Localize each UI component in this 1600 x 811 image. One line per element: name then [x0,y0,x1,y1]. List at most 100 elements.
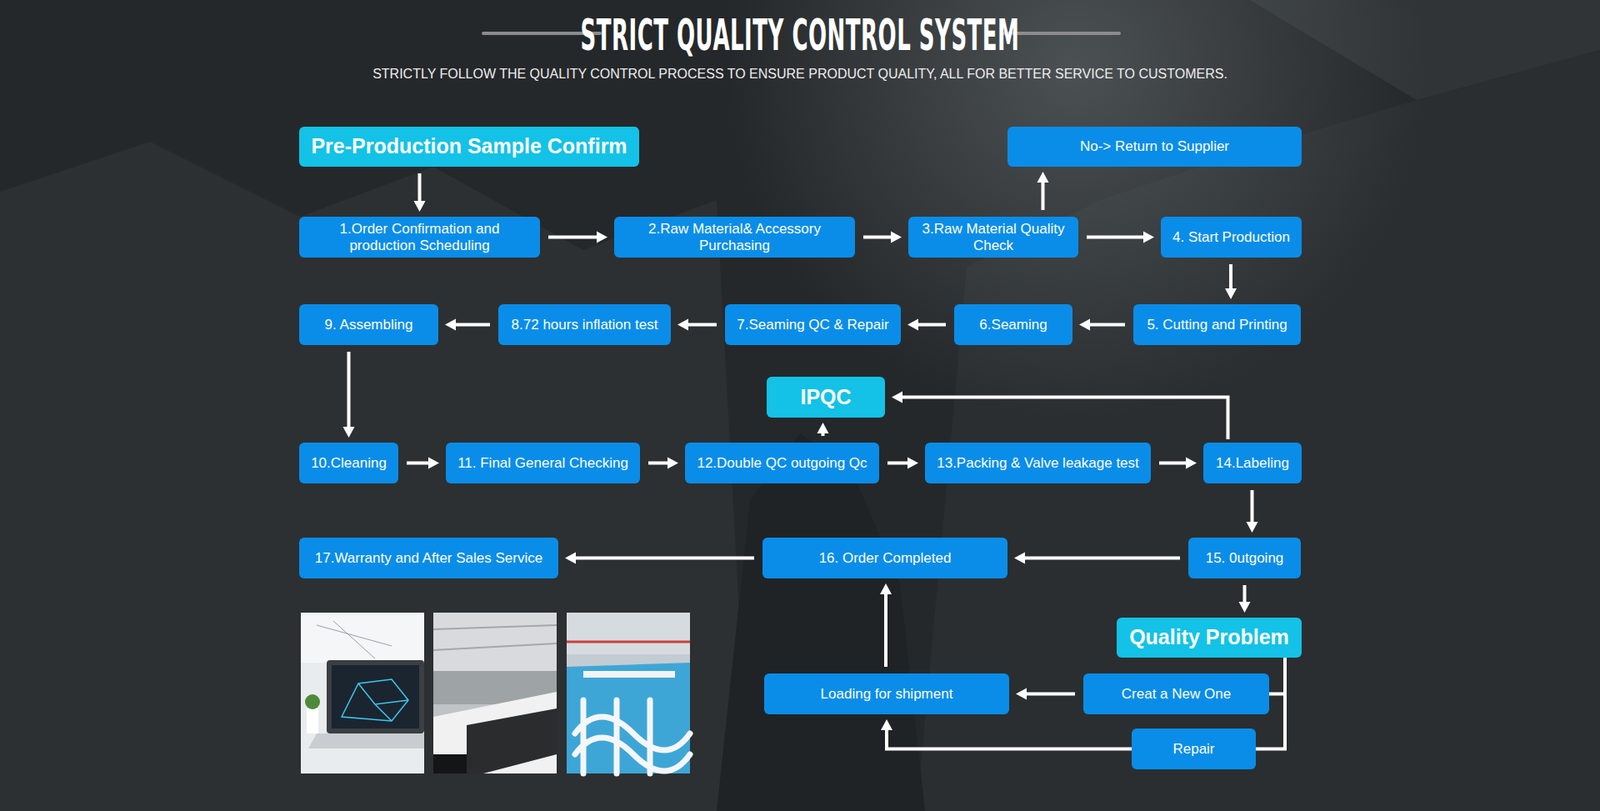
stage-header: Quality Problem [1116,617,1302,658]
step-text: 12.Double QC outgoing Qc [696,455,867,471]
process-box: 9. Assembling [299,304,439,345]
arrow-head [1014,552,1025,565]
table [583,670,675,678]
arrow-line [1090,323,1125,327]
arrow-head [1246,521,1259,533]
step-text: 14.Labeling [1215,455,1290,471]
photo-frames [566,612,690,774]
arrow-head [1185,457,1197,470]
arrow-head [565,552,576,565]
crane-rail [566,640,690,644]
arrow-head [677,319,689,331]
title-bar: STRICT QUALITY CONTROL SYSTEM [0,10,1600,60]
flow-arrow [677,319,717,331]
inflatable-tubes [575,700,690,774]
step-text: 11. Final General Checking [457,455,629,471]
ceiling [433,612,557,671]
process-box: 7.Seaming QC & Repair [725,304,901,345]
process-box: 17.Warranty and After Sales Service [299,537,559,579]
beam [433,625,557,630]
process-box: 2.Raw Material& Accessory Purchasing [614,216,855,258]
arrow-head [428,457,440,470]
subtitle-bar: STRICTLY FOLLOW THE QUALITY CONTROL PROC… [0,66,1600,82]
step-text: Creat a New One [1121,685,1231,702]
process-box: Creat a New One [1083,673,1270,715]
arrow-head [1225,288,1237,300]
flow-arrow [1159,457,1197,470]
arrow-line [1250,490,1255,522]
subtitle: STRICTLY FOLLOW THE QUALITY CONTROL PROC… [372,66,1228,81]
arrow-line [863,235,891,240]
arrow-line [887,461,908,465]
arrow-head [1015,688,1027,700]
flow-arrow [1246,490,1259,533]
blue-floor [566,662,690,774]
step-text: 13.Packing & Valve leakage test [936,455,1140,471]
photo-design [300,612,425,774]
process-box: 6.Seaming [954,304,1073,345]
flow-arrow [414,173,426,212]
flow-arrow [1079,319,1125,331]
arrow-head [890,231,902,244]
arrow-head [1079,319,1090,331]
title: STRICT QUALITY CONTROL SYSTEM [580,10,1020,60]
step-text: 5. Cutting and Printing [1146,316,1287,333]
flow-arrow [887,457,919,470]
arrow-line [688,323,717,327]
arrow-head [907,457,919,470]
arrow-head [907,319,919,331]
arrow-head [880,719,893,730]
sketch-line [316,625,392,646]
arrow-line [1041,182,1045,210]
flow-arrow [880,719,1132,750]
step-text: 2.Raw Material& Accessory Purchasing [622,220,847,253]
stage-header: IPQC [766,376,885,418]
flow-arrow [1037,171,1050,210]
arrow-line [884,594,888,667]
arrow-head [891,391,903,404]
flow-arrow [1225,264,1237,300]
arrow-line [1086,235,1144,240]
process-box: 5. Cutting and Printing [1133,304,1301,345]
arrow-head [596,231,608,244]
title-rule [1003,31,1120,35]
cutting-table [433,691,557,774]
flow-arrow [406,457,440,470]
arrow-head [1143,231,1155,244]
step-text: 9. Assembling [325,316,414,333]
step-text: 16. Order Completed [819,550,952,566]
process-box: 8.72 hours inflation test [498,304,671,345]
flow-arrow [565,552,755,565]
arrow-line [918,323,946,327]
flow-arrow [1239,585,1251,613]
arrow-line [418,173,422,201]
flow-arrow [648,457,679,470]
arrow-line [1025,556,1180,560]
arrow-line [1229,264,1233,289]
wireframe [341,679,409,721]
arrow-line [648,461,668,465]
laptop-screen [326,660,425,734]
sketch-line [333,620,375,659]
flow-arrow [1086,231,1155,244]
process-box: 10.Cleaning [299,442,399,484]
arrow-line [1269,657,1285,695]
step-text: Quality Problem [1129,625,1290,650]
step-text: 3.Raw Material Quality Check [916,220,1070,253]
arrow-line [347,351,351,427]
arrow-line [886,730,1132,750]
arrow-line [821,433,825,436]
step-text: Pre-Production Sample Confirm [310,135,627,159]
arrow-line [455,323,490,327]
step-text: Loading for shipment [820,685,954,702]
process-box: 14.Labeling [1203,442,1302,484]
shadow [433,754,467,774]
process-box: Repair [1131,728,1256,770]
process-box: No-> Return to Supplier [1007,126,1302,167]
process-box: 3.Raw Material Quality Check [908,216,1079,258]
arrow-head [667,457,679,470]
process-box: 4. Start Production [1160,216,1302,258]
arrow-line [1243,585,1247,602]
